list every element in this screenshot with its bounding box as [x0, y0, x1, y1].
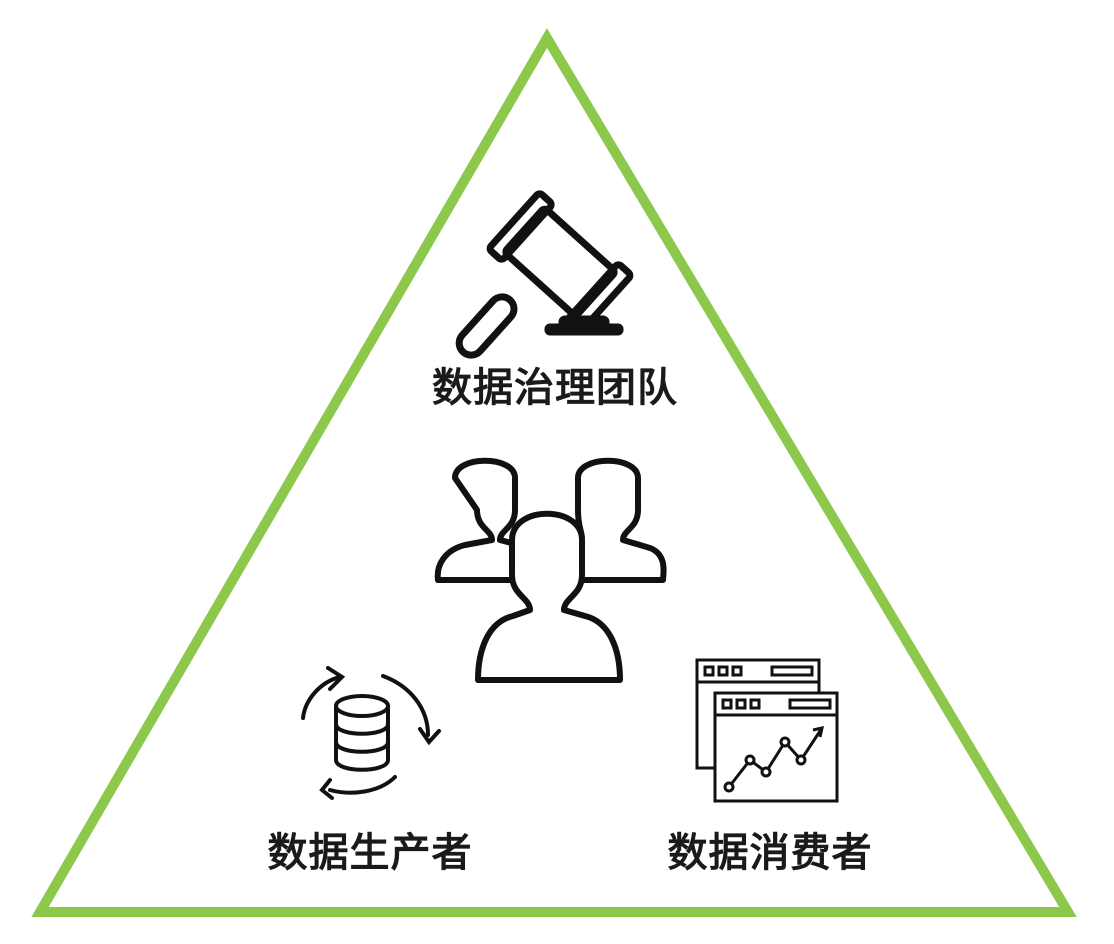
dashboard-chart-icon — [695, 658, 839, 803]
data-producer-label: 数据生产者 — [267, 830, 473, 876]
governance-team-label: 数据治理团队 — [432, 365, 678, 411]
people-group-icon — [434, 457, 667, 683]
gavel-icon — [455, 190, 634, 359]
data-consumer-label: 数据消费者 — [667, 830, 873, 876]
triangle-frame — [31, 28, 1077, 917]
database-sync-icon — [301, 666, 441, 800]
